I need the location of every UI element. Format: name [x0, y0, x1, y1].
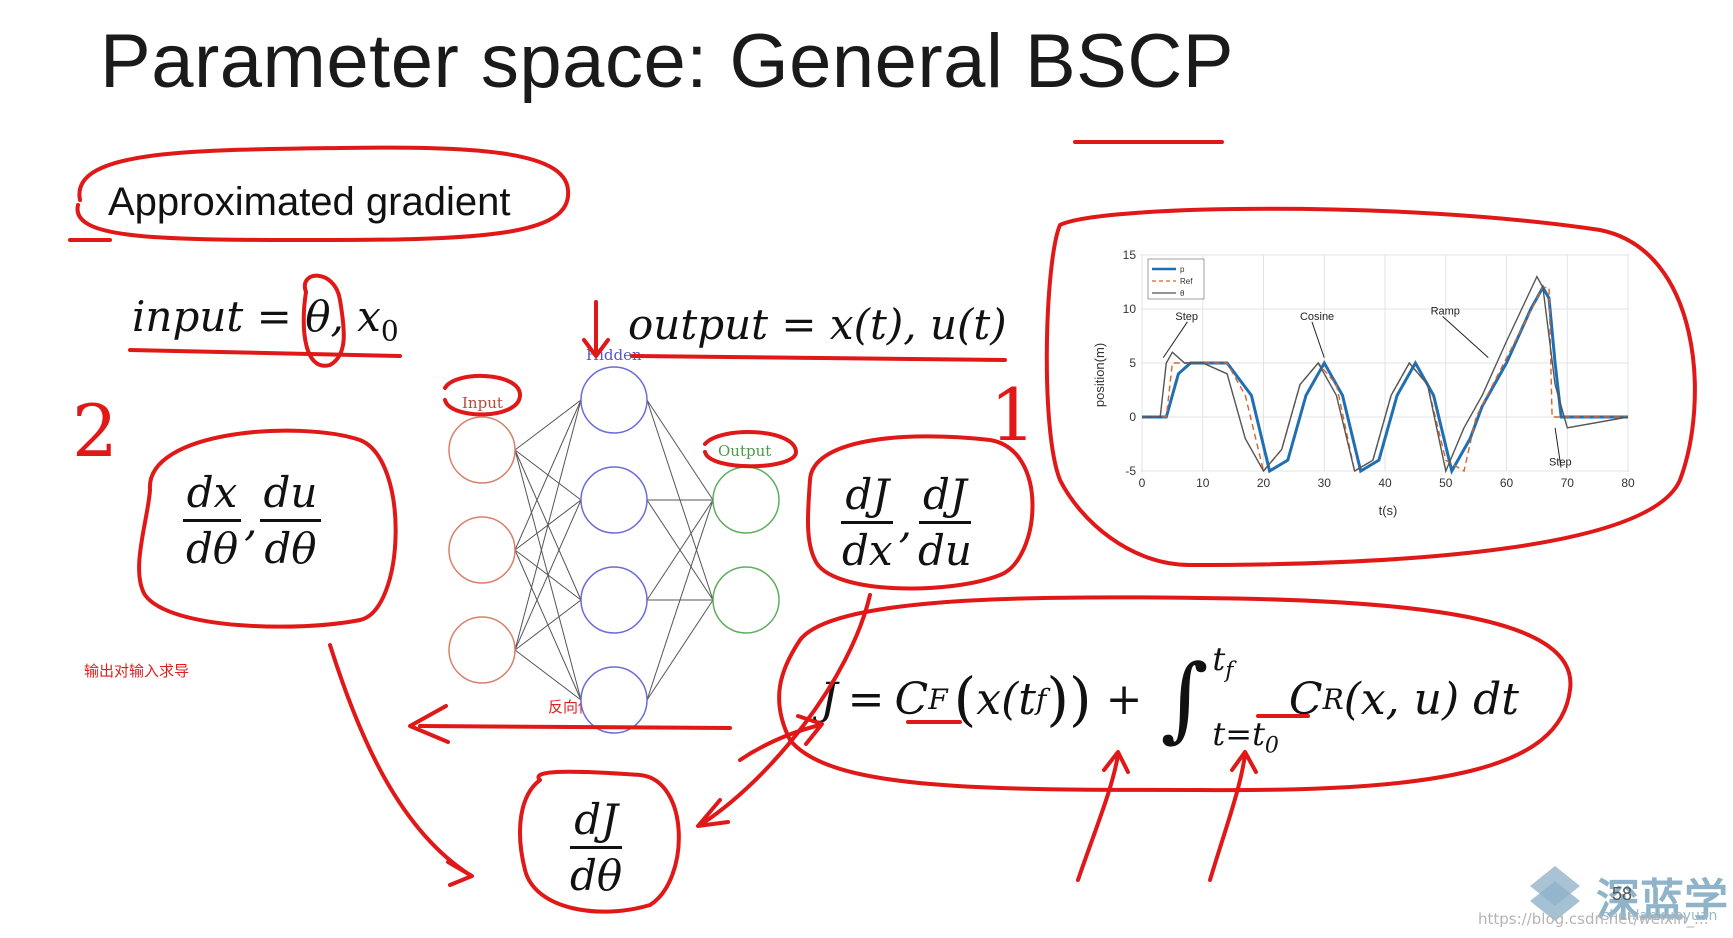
output-layer-label: Output [718, 442, 771, 460]
network-edge [514, 399, 582, 551]
output-node [712, 566, 780, 634]
x-tick-label: 70 [1561, 476, 1575, 490]
hidden-node [580, 666, 648, 734]
network-edges [514, 399, 714, 701]
hidden-node [580, 566, 648, 634]
input-node [448, 616, 516, 684]
network-edge [646, 499, 714, 601]
network-edge [514, 649, 582, 701]
x-tick-label: 10 [1196, 476, 1210, 490]
x-tick-label: 50 [1439, 476, 1453, 490]
input-layer-label: Input [462, 394, 503, 412]
input-node [448, 516, 516, 584]
hidden-node [580, 466, 648, 534]
network-edge [514, 399, 582, 451]
annotation-label: Step [1549, 457, 1572, 469]
brand-logo-icon [1530, 866, 1580, 921]
plot-ylabel: position(m) [1092, 343, 1107, 407]
x-tick-label: 60 [1500, 476, 1514, 490]
output-node [712, 466, 780, 534]
x-tick-label: 20 [1257, 476, 1271, 490]
y-tick-label: 15 [1123, 248, 1137, 262]
network-nodes [448, 366, 780, 734]
output-equation: output = x(t), u(t) [628, 300, 1007, 349]
annotation-label: Ramp [1431, 305, 1460, 317]
annotation-label: Step [1175, 311, 1198, 323]
input-node [448, 416, 516, 484]
network-edge [646, 499, 714, 701]
slide-title: Parameter space: General BSCP [100, 19, 1234, 104]
brand-name: 深蓝学 [1596, 875, 1728, 926]
brand-subtitle: shenlanxueyuan [1602, 908, 1718, 924]
x-tick-label: 30 [1318, 476, 1332, 490]
page-number: 58 [1612, 884, 1633, 904]
network-edge [646, 599, 714, 701]
x-tick-label: 40 [1378, 476, 1392, 490]
watermark-url: https://blog.csdn.net/weixin_... [1478, 910, 1709, 928]
network-edge [514, 399, 582, 651]
hidden-node [580, 366, 648, 434]
x-tick-label: 0 [1139, 476, 1146, 490]
y-tick-label: 0 [1129, 410, 1136, 424]
y-tick-label: 5 [1129, 356, 1136, 370]
y-tick-label: 10 [1123, 302, 1137, 316]
note-output-derivative: 输出对输入求导 [84, 662, 190, 680]
hidden-layer-label: Hidden [586, 346, 642, 364]
network-edge [646, 399, 714, 501]
y-tick-label: -5 [1125, 464, 1136, 478]
x-tick-label: 80 [1621, 476, 1635, 490]
annotation-label: Cosine [1300, 311, 1334, 323]
input-subscript: 0 [380, 314, 399, 348]
legend-entry: p [1180, 265, 1185, 274]
legend-entry: Ref [1180, 277, 1193, 286]
legend-entry: θ [1180, 289, 1185, 298]
plot-xlabel: t(s) [1379, 503, 1398, 518]
network-edge [514, 599, 582, 651]
network-edge [514, 499, 582, 651]
